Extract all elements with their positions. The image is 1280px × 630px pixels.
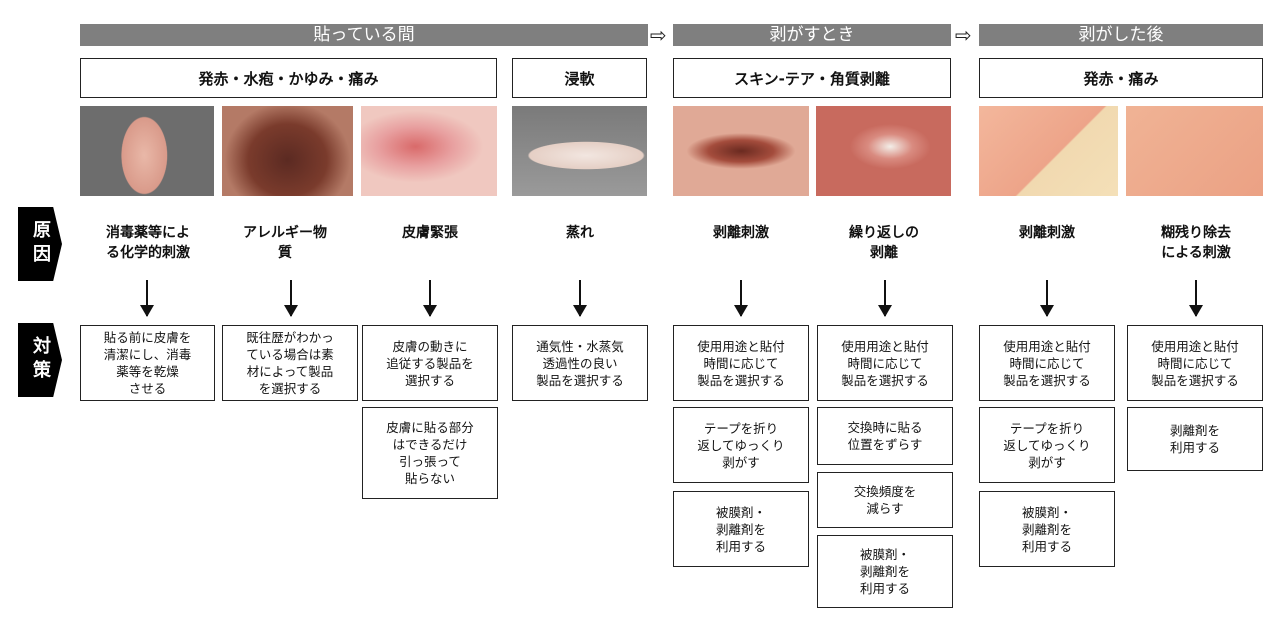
- measure-box: 通気性・水蒸気 透過性の良い 製品を選択する: [512, 325, 648, 401]
- cause-peel-stimulus: 剥離刺激: [713, 225, 769, 241]
- skin-photo-macerated-finger: [512, 106, 647, 196]
- skin-photo-leg-dermatitis: [222, 106, 353, 196]
- skin-photo-stripping: [816, 106, 951, 196]
- measure-box: 既往歴がわかっ ている場合は素 材によって製品 を選択する: [222, 325, 358, 401]
- down-arrow-icon: [878, 280, 892, 317]
- skin-photo-foot: [80, 106, 214, 196]
- measure-box: 皮膚の動きに 追従する製品を 選択する: [362, 325, 498, 401]
- category-redness-blister: 発赤・水疱・かゆみ・痛み: [80, 58, 497, 98]
- measure-box: 交換頻度を 減らす: [817, 472, 953, 528]
- down-arrow-icon: [284, 280, 298, 317]
- phase-bar-wearing: 貼っている間: [80, 24, 648, 46]
- phase-arrow-icon: ⇨: [650, 23, 667, 47]
- measure-box: 皮膚に貼る部分 はできるだけ 引っ張って 貼らない: [362, 407, 498, 499]
- measure-box: 被膜剤・ 剥離剤を 利用する: [979, 491, 1115, 567]
- measure-box: 被膜剤・ 剥離剤を 利用する: [673, 491, 809, 567]
- measure-box: 使用用途と貼付 時間に応じて 製品を選択する: [979, 325, 1115, 401]
- measure-box: 交換時に貼る 位置をずらす: [817, 407, 953, 465]
- phase-bar-removing: 剥がすとき: [673, 24, 951, 46]
- down-arrow-icon: [423, 280, 437, 317]
- measure-box: テープを折り 返してゆっくり 剥がす: [979, 407, 1115, 483]
- category-redness-pain: 発赤・痛み: [979, 58, 1263, 98]
- measure-box: 貼る前に皮膚を 清潔にし、消毒 薬等を乾燥 させる: [80, 325, 215, 401]
- phase-arrow-icon: ⇨: [955, 23, 972, 47]
- cause-allergen: アレルギー物 質: [243, 225, 327, 261]
- down-arrow-icon: [1040, 280, 1054, 317]
- measure-box: 使用用途と貼付 時間に応じて 製品を選択する: [817, 325, 953, 401]
- down-arrow-icon: [734, 280, 748, 317]
- down-arrow-icon: [1189, 280, 1203, 317]
- measure-box: 剥離剤を 利用する: [1127, 407, 1263, 471]
- skin-photo-arm-redness: [361, 106, 497, 196]
- cause-peel-stimulus-after: 剥離刺激: [1019, 225, 1075, 241]
- cause-skin-tension: 皮膚緊張: [402, 225, 458, 241]
- skin-photo-adhesive-residue: [1126, 106, 1263, 196]
- down-arrow-icon: [573, 280, 587, 317]
- cause-stuffiness: 蒸れ: [566, 225, 594, 241]
- countermeasure-tab: 対策: [18, 323, 62, 397]
- measure-box: テープを折り 返してゆっくり 剥がす: [673, 407, 809, 483]
- measure-box: 使用用途と貼付 時間に応じて 製品を選択する: [673, 325, 809, 401]
- phase-bar-after: 剥がした後: [979, 24, 1263, 46]
- category-maceration: 浸軟: [512, 58, 647, 98]
- cause-repeated-peel: 繰り返しの 剥離: [849, 225, 919, 261]
- cause-tab: 原因: [18, 207, 62, 281]
- skin-photo-redness-after: [979, 106, 1118, 196]
- cause-residue-removal: 糊残り除去 による刺激: [1161, 225, 1231, 261]
- skin-photo-skin-tear: [673, 106, 809, 196]
- category-skin-tear: スキン-テア・角質剥離: [673, 58, 951, 98]
- down-arrow-icon: [140, 280, 154, 317]
- measure-box: 被膜剤・ 剥離剤を 利用する: [817, 535, 953, 608]
- cause-chemical: 消毒薬等によ る化学的刺激: [106, 225, 190, 261]
- measure-box: 使用用途と貼付 時間に応じて 製品を選択する: [1127, 325, 1263, 401]
